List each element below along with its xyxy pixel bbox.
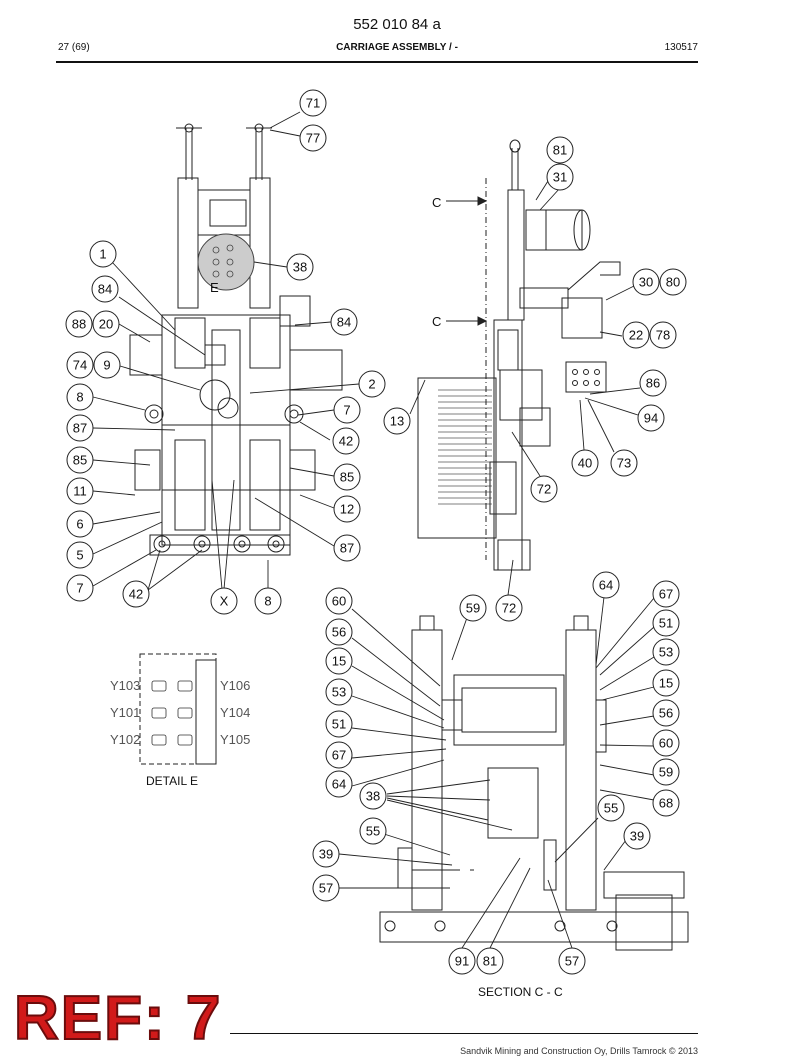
callout-56: 56 (332, 625, 346, 640)
valve-label-y103: Y103 (110, 678, 140, 693)
callout-72: 72 (537, 482, 551, 497)
callout-67: 67 (659, 587, 673, 602)
callout-78: 78 (656, 328, 670, 343)
callout-13: 13 (390, 414, 404, 429)
callout-15: 15 (332, 654, 346, 669)
callout-7: 7 (76, 581, 83, 596)
callout-8: 8 (76, 390, 83, 405)
callout-1: 1 (99, 247, 106, 262)
callout-94: 94 (644, 411, 658, 426)
footer-rule (230, 1033, 698, 1034)
section-cc-view (379, 615, 689, 951)
callout-57: 57 (319, 881, 333, 896)
valve-label-y102: Y102 (110, 732, 140, 747)
callout-x: X (220, 594, 229, 609)
section-marker-c-bottom: C (432, 314, 441, 329)
callout-91: 91 (455, 954, 469, 969)
callout-30: 30 (639, 275, 653, 290)
front-view (129, 123, 343, 556)
callout-55: 55 (366, 824, 380, 839)
side-view (417, 139, 621, 571)
callout-68: 68 (659, 796, 673, 811)
callout-80: 80 (666, 275, 680, 290)
callout-42: 42 (129, 587, 143, 602)
callout-88: 88 (72, 317, 86, 332)
copyright: Sandvik Mining and Construction Oy, Dril… (460, 1046, 698, 1056)
callout-55: 55 (604, 801, 618, 816)
callout-87: 87 (340, 541, 354, 556)
section-cc-caption: SECTION C - C (478, 985, 563, 999)
callout-22: 22 (629, 328, 643, 343)
callout-67: 67 (332, 748, 346, 763)
section-marker-c-top: C (432, 195, 441, 210)
callout-39: 39 (319, 847, 333, 862)
leader-lines (92, 111, 655, 949)
callout-84: 84 (98, 282, 112, 297)
callout-39: 39 (630, 829, 644, 844)
callout-84: 84 (337, 315, 351, 330)
valve-label-y106: Y106 (220, 678, 250, 693)
callout-51: 51 (659, 616, 673, 631)
callout-64: 64 (332, 777, 346, 792)
header-rule (56, 61, 698, 63)
callout-31: 31 (553, 170, 567, 185)
callout-74: 74 (73, 358, 87, 373)
callout-11: 11 (73, 484, 87, 499)
callout-56: 56 (659, 706, 673, 721)
callout-51: 51 (332, 717, 346, 732)
callout-85: 85 (340, 470, 354, 485)
date-code: 130517 (664, 42, 698, 53)
callout-60: 60 (659, 736, 673, 751)
sheet-title: CARRIAGE ASSEMBLY / - (336, 42, 458, 53)
callout-53: 53 (659, 645, 673, 660)
callout-87: 87 (73, 421, 87, 436)
callout-59: 59 (659, 765, 673, 780)
callout-5: 5 (76, 548, 83, 563)
callout-85: 85 (73, 453, 87, 468)
callout-86: 86 (646, 376, 660, 391)
callout-2: 2 (368, 377, 375, 392)
detail-e-caption: DETAIL E (146, 774, 199, 788)
callout-40: 40 (578, 456, 592, 471)
valve-label-y104: Y104 (220, 705, 250, 720)
callout-38: 38 (293, 260, 307, 275)
callout-77: 77 (306, 131, 320, 146)
callout-38: 38 (366, 789, 380, 804)
callout-81: 81 (483, 954, 497, 969)
callout-73: 73 (617, 456, 631, 471)
callout-8: 8 (264, 594, 271, 609)
callout-60: 60 (332, 594, 346, 609)
detail-marker-e: E (210, 280, 219, 295)
callout-57: 57 (565, 954, 579, 969)
valve-label-y101: Y101 (110, 705, 140, 720)
callout-15: 15 (659, 676, 673, 691)
callout-59: 59 (466, 601, 480, 616)
callout-81: 81 (553, 143, 567, 158)
valve-label-y105: Y105 (220, 732, 250, 747)
callout-6: 6 (76, 517, 83, 532)
callout-64: 64 (599, 578, 613, 593)
document-number: 552 010 84 a (353, 16, 441, 33)
callout-42: 42 (339, 434, 353, 449)
callout-72: 72 (502, 601, 516, 616)
callout-7: 7 (343, 403, 350, 418)
callout-71: 71 (306, 96, 320, 111)
callout-9: 9 (103, 358, 110, 373)
ref-badge: REF: 7 (13, 984, 223, 1053)
page-number: 27 (69) (58, 42, 90, 53)
callout-12: 12 (340, 502, 354, 517)
callout-53: 53 (332, 685, 346, 700)
detail-e-view (139, 653, 217, 765)
callout-circles (65, 89, 687, 975)
callout-20: 20 (99, 317, 113, 332)
